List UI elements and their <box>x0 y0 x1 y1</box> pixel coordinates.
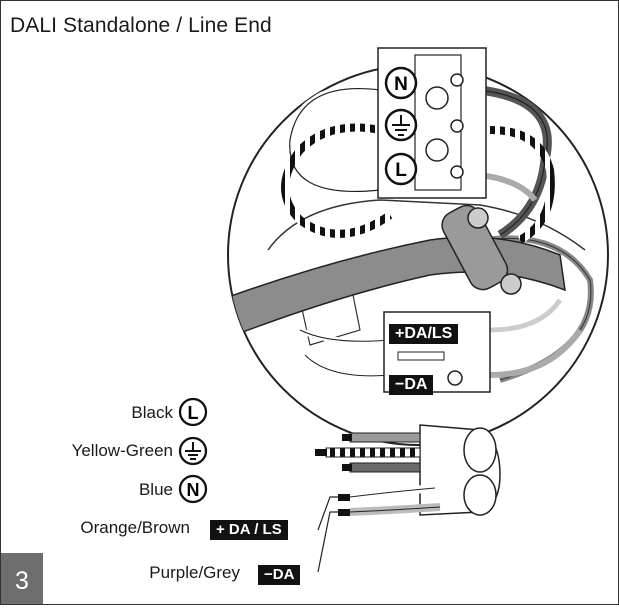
figure-title: DALI Standalone / Line End <box>10 14 272 37</box>
terminal-l-icon: L <box>384 152 418 186</box>
step-number: 3 <box>1 553 43 604</box>
legend-n-icon: N <box>178 474 208 504</box>
terminal-earth-icon <box>384 108 418 142</box>
svg-text:L: L <box>395 160 407 181</box>
legend-da-ls-badge: + DA / LS <box>210 520 288 540</box>
cable-end-detail <box>315 424 501 573</box>
legend-orange-brown-label: Orange/Brown <box>80 518 190 537</box>
cable-clamp <box>441 204 522 295</box>
svg-text:L: L <box>188 403 199 423</box>
legend-l-icon: L <box>178 397 208 427</box>
svg-text:N: N <box>394 74 408 95</box>
legend-da-badge: −DA <box>258 565 301 585</box>
legend-purple-grey-label: Purple/Grey <box>149 563 240 582</box>
terminal-da-ls-badge: +DA/LS <box>389 324 459 344</box>
legend-yellow-green-label: Yellow-Green <box>71 441 173 460</box>
wire-earth-stripe <box>281 123 393 238</box>
terminal-da-badge: −DA <box>389 375 434 395</box>
terminal-n-icon: N <box>384 66 418 100</box>
wire-earth-stripe-right <box>489 126 555 244</box>
legend-blue-label: Blue <box>138 480 173 499</box>
svg-text:N: N <box>187 480 200 500</box>
legend-black-label: Black <box>131 403 173 422</box>
housing-inner <box>267 199 586 251</box>
legend-earth-icon <box>178 436 208 466</box>
